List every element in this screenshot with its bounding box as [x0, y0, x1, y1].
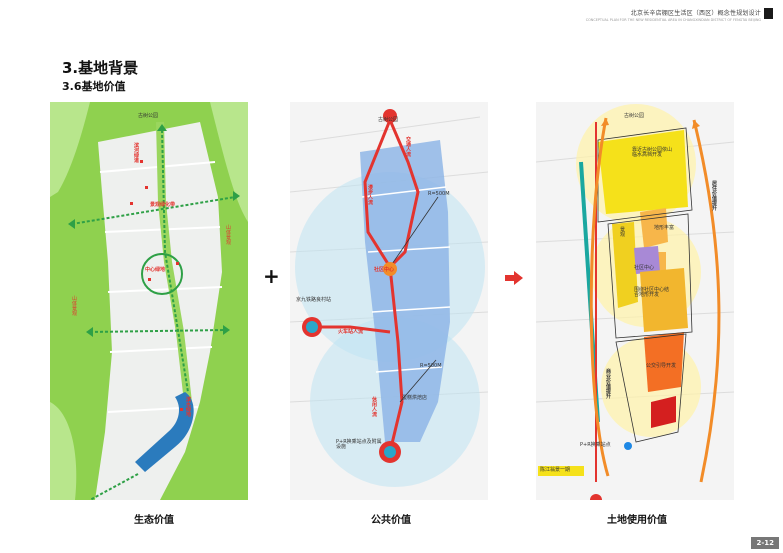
plus-sign: +	[263, 264, 280, 288]
land-use-map: 古树公园 靠近古树公园依山临水高档开发 居住价值提升 地形丰富 景观 社区中心 …	[536, 102, 734, 500]
caption-land: 土地使用价值	[607, 515, 667, 526]
eco-label-river: 滨水绿地	[186, 397, 192, 418]
land-label-transit-dev: 公交引导开发	[646, 363, 677, 369]
section-subtitle: 3.6基地价值	[62, 80, 126, 93]
land-label-center: 社区中心	[634, 265, 655, 271]
public-map-graphic	[290, 102, 488, 500]
public-map: 古树公园 交通人流 漫步人流 R=500M 社区中心 京九铁路良村站 火车站人流…	[290, 102, 488, 500]
pub-label-park: 古树公园	[378, 117, 399, 123]
logo-mark	[764, 8, 773, 19]
ecology-map-graphic	[50, 102, 248, 500]
document-title: 北京长辛店棚区生活区（西区）概念性规划设计	[630, 10, 761, 17]
eco-label-mountain-right: 山体景观	[226, 225, 232, 246]
land-label-high-end: 靠近古树公园依山临水高档开发	[632, 147, 673, 158]
arrow-right-icon	[505, 270, 523, 289]
land-label-terrain-dev: 围绕社区中心结合地形开发	[634, 287, 670, 298]
land-label-pr: P+R换乘站点	[580, 442, 611, 448]
pub-label-center: 社区中心	[374, 267, 395, 273]
caption-public: 公共价值	[371, 515, 411, 526]
land-label-road: 陈江翁景一期	[540, 467, 571, 473]
pub-label-walk-flow: 漫步人流	[368, 185, 374, 206]
pub-label-traffic-flow: 交通人流	[406, 137, 412, 158]
section-title: 3.基地背景	[62, 59, 139, 77]
pub-label-shop: 蛋糕烘焙店	[402, 395, 428, 401]
pub-label-pr: P+R换乘站点及附属设施	[336, 439, 382, 450]
page-number: 2-12	[751, 537, 779, 549]
land-use-map-graphic	[536, 102, 734, 500]
eco-label-park: 古树公园	[138, 113, 159, 119]
pub-label-leisure-flow: 休闲人流	[372, 397, 378, 418]
ecology-map: 古树公园 滨河绿道 景观绿化带 山体景观 中心绿地 山体景观 滨水绿地	[50, 102, 248, 500]
header: 北京长辛店棚区生活区（西区）概念性规划设计 CONCEPTUAL PLAN FO…	[586, 8, 761, 22]
eco-label-mountain-left: 山体景观	[72, 296, 78, 317]
caption-ecology: 生态价值	[134, 515, 174, 526]
land-label-park: 古树公园	[624, 113, 645, 119]
land-label-residential-rise: 居住价值提升	[712, 181, 718, 212]
pub-label-station: 京九铁路良村站	[296, 297, 332, 303]
land-label-view: 景观	[620, 227, 626, 238]
eco-label-center: 中心绿地	[145, 267, 166, 273]
land-label-commercial-rise: 商业价值提升	[606, 369, 612, 400]
land-label-terrain: 地形丰富	[654, 225, 675, 231]
pub-label-train-flow: 火车站人流	[338, 329, 364, 335]
pub-label-radius-1: R=500M	[428, 191, 450, 197]
pub-label-radius-2: R=500M	[420, 363, 442, 369]
eco-label-belt: 景观绿化带	[150, 202, 176, 208]
eco-label-corridor: 滨河绿道	[134, 143, 140, 164]
document-subtitle: CONCEPTUAL PLAN FOR THE NEW RESIDENTIAL …	[585, 18, 761, 22]
